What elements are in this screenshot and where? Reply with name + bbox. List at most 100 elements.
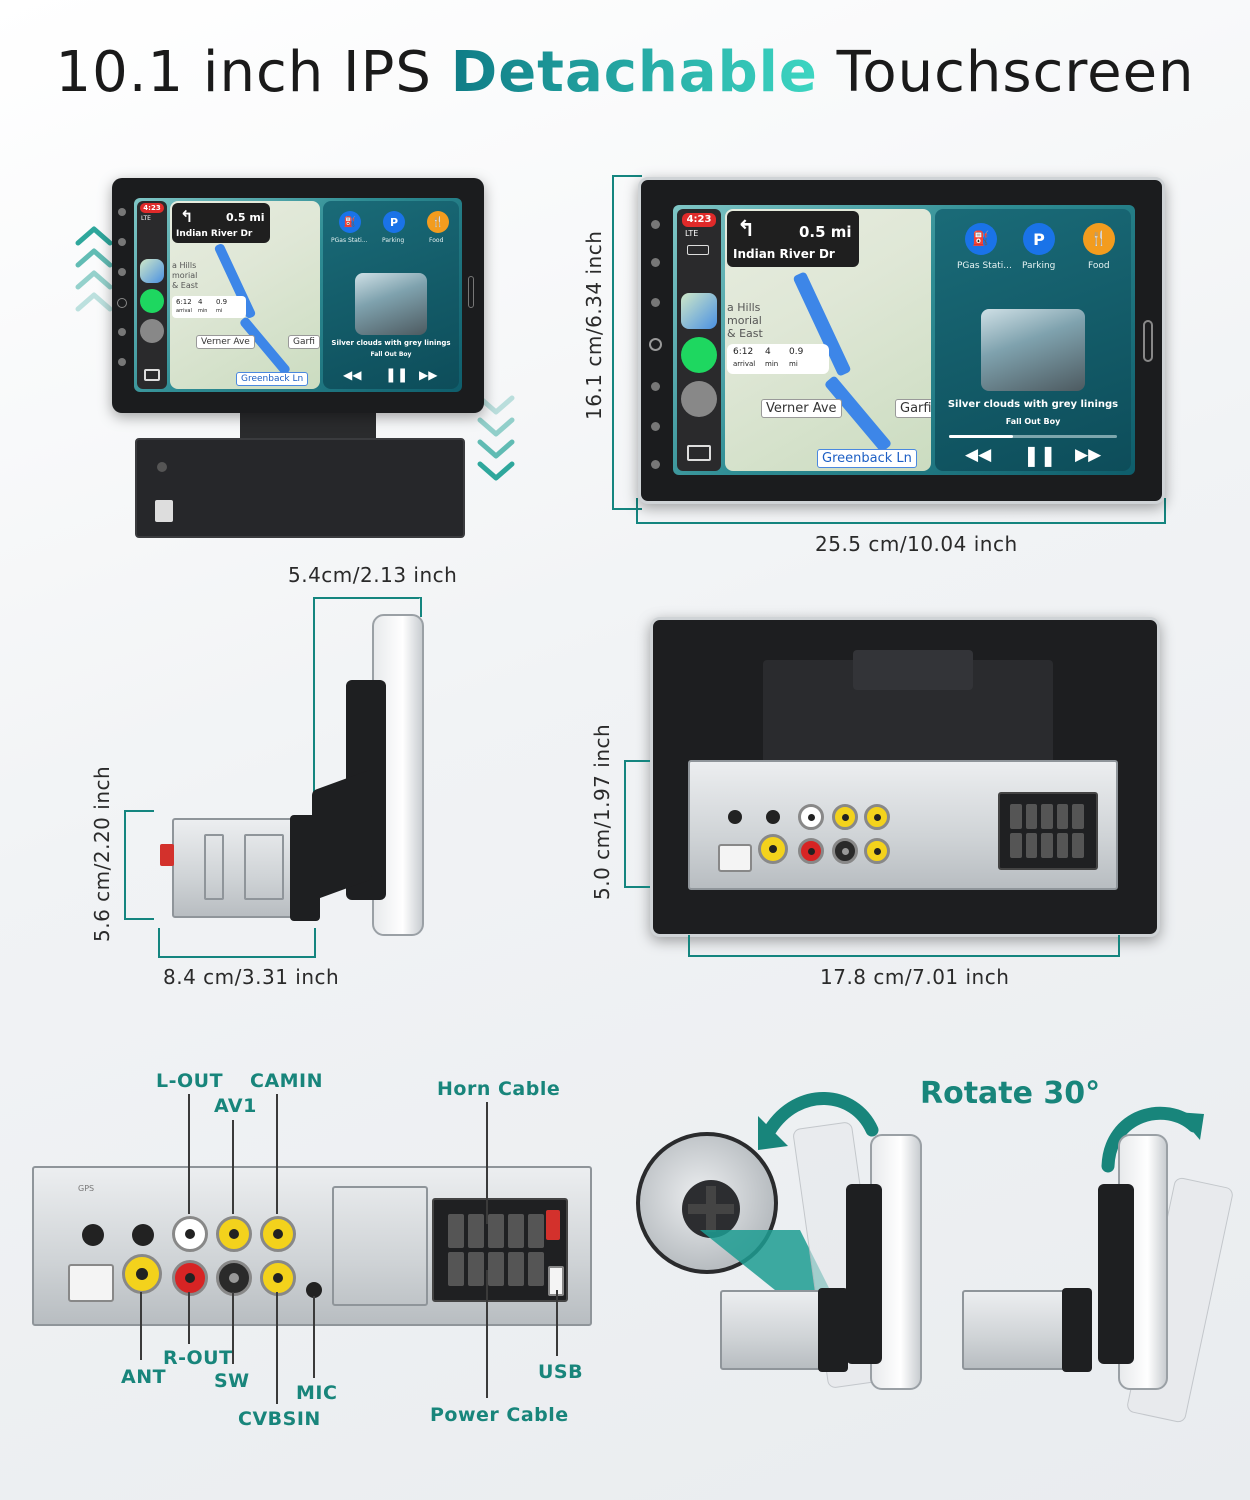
leader-line [313, 1296, 315, 1378]
nav-distance: 0.5 mi [799, 223, 852, 241]
chevron-up-icon [75, 226, 113, 312]
street-tag: Garfi [288, 335, 320, 349]
food-icon[interactable]: 🍴 [427, 211, 449, 233]
shortcut-label: PGas Stati... [331, 237, 368, 244]
av1-port [832, 804, 858, 830]
spotify-icon[interactable] [140, 289, 164, 313]
home-slot [468, 276, 474, 308]
carplay-dock: 4:23 LTE [677, 209, 721, 471]
rewind-icon[interactable]: ◀◀ [343, 368, 362, 382]
spotify-icon[interactable] [681, 337, 717, 373]
screen-display[interactable]: 4:23 LTE ↰ 0.5 mi Indian River Dr a Hill… [673, 205, 1135, 475]
screw [157, 462, 167, 472]
shortcut-label: Parking [1022, 261, 1056, 271]
cvbsin-label: CVBSIN [238, 1408, 321, 1430]
settings-icon[interactable] [681, 381, 717, 417]
mount-neck [312, 769, 372, 901]
settings-icon[interactable] [140, 319, 164, 343]
width-dimension-line [636, 498, 1166, 524]
eta-mi-label: mi [789, 360, 798, 368]
side-height-label: 5.6 cm/2.20 inch [90, 765, 114, 942]
song-artist: Fall Out Boy [1005, 417, 1061, 426]
mic-hole [132, 1224, 154, 1246]
camin-port [260, 1216, 296, 1252]
pause-icon[interactable]: ❚❚ [1023, 443, 1057, 467]
eta-min-label: min [765, 360, 779, 368]
title-accent: Detachable [450, 40, 818, 105]
gps-caption: GPS [78, 1184, 95, 1193]
street-tag: Verner Ave [196, 335, 255, 349]
street-tag-destination: Greenback Ln [817, 449, 917, 468]
port-chassis: GPS [32, 1166, 592, 1326]
map-card[interactable]: ↰ 0.5 mi Indian River Dr a Hills morial … [170, 201, 320, 389]
depth-top-label: 5.4cm/2.13 inch [288, 563, 458, 587]
app-grid-icon[interactable] [144, 369, 160, 381]
rotate-label: Rotate 30° [920, 1076, 1101, 1111]
sw-label: SW [214, 1370, 250, 1392]
nav-banner: ↰ 0.5 mi Indian River Dr [172, 203, 270, 243]
map-area-text: a Hills [727, 301, 761, 314]
chassis-bracket [290, 815, 320, 921]
eta-min-label: min [198, 308, 208, 314]
ant-port [122, 1254, 162, 1294]
clock: 4:23 [140, 203, 164, 213]
chassis-bracket [818, 1288, 848, 1372]
eta-arrival-label: arrival [176, 308, 192, 314]
maps-icon[interactable] [681, 293, 717, 329]
fast-forward-icon[interactable]: ▶▶ [1075, 445, 1102, 465]
leader-line [556, 1290, 558, 1356]
usb-label: USB [538, 1361, 584, 1383]
sw-port [216, 1260, 252, 1296]
parking-icon[interactable]: P [383, 211, 405, 233]
pause-icon[interactable]: ❚❚ [385, 367, 409, 383]
screen-display[interactable]: 4:23 LTE ↰ 0.5 mi Indian River Dr a Hill… [134, 198, 462, 392]
media-card: ⛽ P 🍴 PGas Stati... Parking Food Silver … [935, 209, 1131, 471]
rear-width-line [688, 935, 1120, 957]
r-out-port [798, 838, 824, 864]
street-tag: Garfi [895, 399, 931, 418]
fast-forward-icon[interactable]: ▶▶ [419, 368, 438, 382]
av1-port [216, 1216, 252, 1252]
eta-arrival: 6:12 [176, 298, 192, 306]
maps-icon[interactable] [140, 259, 164, 283]
sw-port [832, 838, 858, 864]
food-icon[interactable]: 🍴 [1083, 223, 1115, 255]
mic-port [306, 1282, 322, 1298]
song-artist: Fall Out Boy [370, 351, 412, 358]
leader-line [276, 1292, 278, 1404]
mic-label: MIC [296, 1382, 338, 1404]
side-button-strip [649, 220, 663, 480]
side-depth-line [158, 928, 316, 958]
ant-label: ANT [121, 1366, 167, 1388]
usb-port [155, 500, 173, 522]
depth-top-line [313, 597, 421, 812]
album-art [355, 273, 427, 335]
map-area-text: morial [172, 271, 198, 280]
shortcut-label: Parking [382, 237, 405, 244]
depth-top-tick [418, 597, 422, 617]
map-area-text: a Hills [172, 261, 197, 270]
progress-track[interactable] [949, 435, 1117, 438]
rotate-left-arrow-icon [758, 1092, 879, 1150]
eta-card: 6:12 4 0.9 arrival min mi [727, 344, 829, 374]
parking-icon[interactable]: P [1023, 223, 1055, 255]
gas-station-icon[interactable]: ⛽ [965, 223, 997, 255]
eta-card: 6:12 4 0.9 arrival min mi [172, 296, 246, 318]
app-grid-icon[interactable] [687, 445, 711, 461]
rewind-icon[interactable]: ◀◀ [965, 445, 992, 465]
leader-line [486, 1270, 488, 1398]
iso-connector [432, 1198, 568, 1302]
nav-distance: 0.5 mi [226, 211, 265, 224]
shortcut-label: PGas Stati... [957, 261, 1012, 271]
gas-station-icon[interactable]: ⛽ [339, 211, 361, 233]
title-suffix: Touchscreen [836, 40, 1195, 105]
map-area-text: & East [727, 327, 763, 340]
width-dimension-label: 25.5 cm/10.04 inch [815, 532, 1018, 556]
leader-line [486, 1102, 488, 1224]
horn-cable-label: Horn Cable [437, 1078, 561, 1100]
song-title: Silver clouds with grey linings [947, 399, 1119, 410]
ant-connector [68, 1264, 114, 1302]
camin-port [864, 804, 890, 830]
carplay-dock: 4:23 LTE [137, 201, 167, 389]
map-card[interactable]: ↰ 0.5 mi Indian River Dr a Hills morial … [725, 209, 931, 471]
